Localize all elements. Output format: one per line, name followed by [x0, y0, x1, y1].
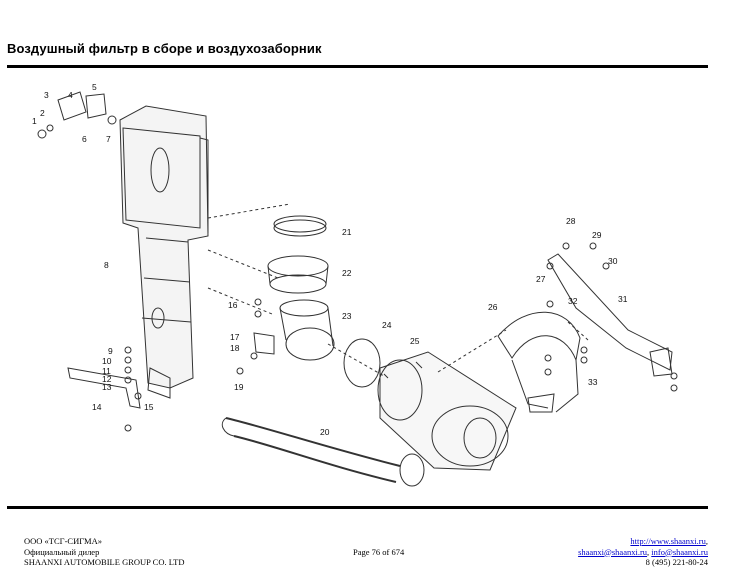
- callout-10: 10: [102, 356, 112, 366]
- group-name: SHAANXI AUTOMOBILE GROUP CO. LTD: [24, 557, 185, 567]
- callout-3: 3: [44, 90, 49, 100]
- callout-17: 17: [230, 332, 240, 342]
- callout-14: 14: [92, 402, 102, 412]
- callout-23: 23: [342, 311, 352, 321]
- website-link[interactable]: http://www.shaanxi.ru: [630, 536, 706, 546]
- page-number: Page 76 of 674: [353, 547, 405, 557]
- email-link-shaanxi[interactable]: shaanxi@shaanxi.ru: [578, 546, 648, 557]
- company-name: ООО «ТСГ-СИГМА»: [24, 536, 102, 546]
- email-link-info[interactable]: info@shaanxi.ru: [651, 546, 708, 557]
- callout-13: 13: [102, 382, 112, 392]
- callout-15: 15: [144, 402, 154, 412]
- phone-number: 8 (495) 221-80-24: [645, 557, 708, 567]
- callout-26: 26: [488, 302, 498, 312]
- website-suffix: ,: [705, 536, 708, 546]
- callout-2: 2: [40, 108, 45, 118]
- callout-8: 8: [104, 260, 109, 270]
- footer-divider: [7, 506, 708, 509]
- callout-11: 11: [102, 366, 111, 376]
- callout-16: 16: [228, 300, 238, 310]
- callout-30: 30: [608, 256, 618, 266]
- callout-33: 33: [588, 377, 598, 387]
- callout-27: 27: [536, 274, 546, 284]
- footer-company-block: ООО «ТСГ-СИГМА» Официальный дилер SHAANX…: [24, 536, 185, 568]
- callout-31: 31: [618, 294, 628, 304]
- callout-24: 24: [382, 320, 392, 330]
- dealer-label: Официальный дилер: [24, 546, 100, 557]
- footer-contacts-block: http://www.shaanxi.ru, shaanxi@shaanxi.r…: [578, 536, 708, 568]
- callout-21: 21: [342, 227, 352, 237]
- callout-9: 9: [108, 346, 113, 356]
- callout-22: 22: [342, 268, 352, 278]
- email-separator: ,: [647, 546, 652, 557]
- callout-32: 32: [568, 296, 578, 306]
- callout-4: 4: [68, 90, 73, 100]
- callout-19: 19: [234, 382, 244, 392]
- callout-5: 5: [92, 82, 97, 92]
- callout-7: 7: [106, 134, 111, 144]
- callout-25: 25: [410, 336, 420, 346]
- header-divider: [7, 65, 708, 68]
- callout-18: 18: [230, 343, 240, 353]
- callout-1: 1: [32, 116, 37, 126]
- callout-12: 12: [102, 374, 112, 384]
- callout-20: 20: [320, 427, 330, 437]
- page-title: Воздушный фильтр в сборе и воздухозаборн…: [7, 41, 322, 56]
- callout-28: 28: [566, 216, 576, 226]
- callout-29: 29: [592, 230, 602, 240]
- exploded-parts-diagram: 1 2 3 4 5 6 7 8 9 10 11 12 13 14 15 16 1…: [32, 82, 678, 487]
- callout-6: 6: [82, 134, 87, 144]
